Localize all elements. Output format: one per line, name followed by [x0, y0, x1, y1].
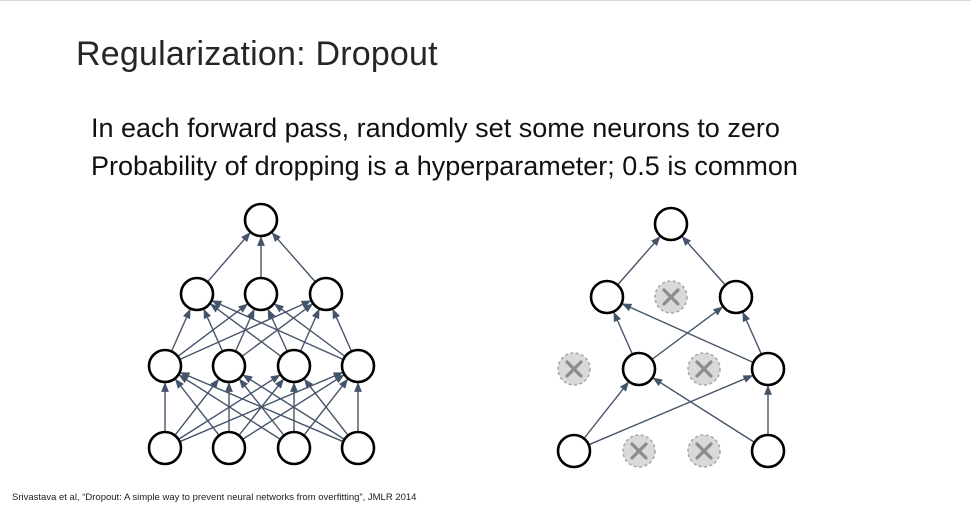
dropped-neuron — [622, 434, 656, 468]
connection-arrow — [621, 303, 754, 364]
x-mark-icon — [695, 360, 713, 378]
connection-arrow — [234, 308, 255, 352]
connection-arrow — [652, 377, 755, 443]
neuron-node — [750, 433, 786, 469]
dropout-network — [556, 206, 786, 469]
connection-arrow — [242, 374, 345, 440]
connection-arrow — [179, 371, 344, 443]
edges — [583, 235, 772, 446]
neuron-node — [211, 430, 247, 466]
neuron-node — [556, 433, 592, 469]
neuron-node — [179, 276, 215, 312]
neuron-node — [308, 276, 344, 312]
standard-network — [147, 202, 376, 466]
bullet-item: Probability of dropping is a hyperparame… — [91, 151, 798, 181]
neuron-node — [276, 348, 312, 384]
connection-arrow — [209, 303, 282, 358]
bullet-item: In each forward pass, randomly set some … — [91, 113, 780, 143]
nodes — [556, 206, 786, 469]
neuron-node — [340, 430, 376, 466]
neuron-node — [718, 279, 754, 315]
dropped-neuron — [687, 352, 721, 386]
connection-arrow — [332, 308, 353, 352]
neuron-node — [621, 351, 657, 387]
connection-arrow — [273, 303, 346, 358]
neuron-node — [589, 279, 625, 315]
neuron-node — [211, 348, 247, 384]
neuron-node — [750, 351, 786, 387]
slide-title: Regularization: Dropout — [76, 35, 438, 73]
bullet-list: In each forward pass, randomly set some … — [91, 109, 798, 185]
citation: Srivastava et al, “Dropout: A simple way… — [12, 492, 417, 503]
connection-arrow — [178, 374, 281, 440]
x-mark-icon — [630, 442, 648, 460]
connection-arrow — [613, 311, 634, 355]
connection-arrow — [174, 378, 220, 436]
x-mark-icon — [662, 288, 680, 306]
neuron-node — [243, 202, 279, 238]
connection-arrow — [203, 308, 224, 352]
dropped-neuron — [687, 434, 721, 468]
connection-arrow — [588, 374, 754, 446]
edges — [161, 232, 362, 443]
dropped-neuron — [557, 352, 591, 386]
connection-arrow — [616, 236, 661, 286]
dropped-neuron — [654, 280, 688, 314]
neuron-node — [147, 430, 183, 466]
connection-arrow — [742, 311, 763, 355]
connection-arrow — [206, 232, 251, 283]
neuron-node — [147, 348, 183, 384]
connection-arrow — [271, 232, 316, 283]
neuron-node — [340, 348, 376, 384]
x-mark-icon — [565, 360, 583, 378]
connection-arrow — [583, 381, 630, 439]
nodes — [147, 202, 376, 466]
connection-arrow — [303, 378, 349, 436]
neuron-node — [276, 430, 312, 466]
x-mark-icon — [695, 442, 713, 460]
neuron-node — [653, 206, 689, 242]
neuron-node — [243, 276, 279, 312]
connection-arrow — [170, 308, 191, 352]
connection-arrow — [681, 235, 726, 286]
connection-arrow — [211, 300, 344, 361]
